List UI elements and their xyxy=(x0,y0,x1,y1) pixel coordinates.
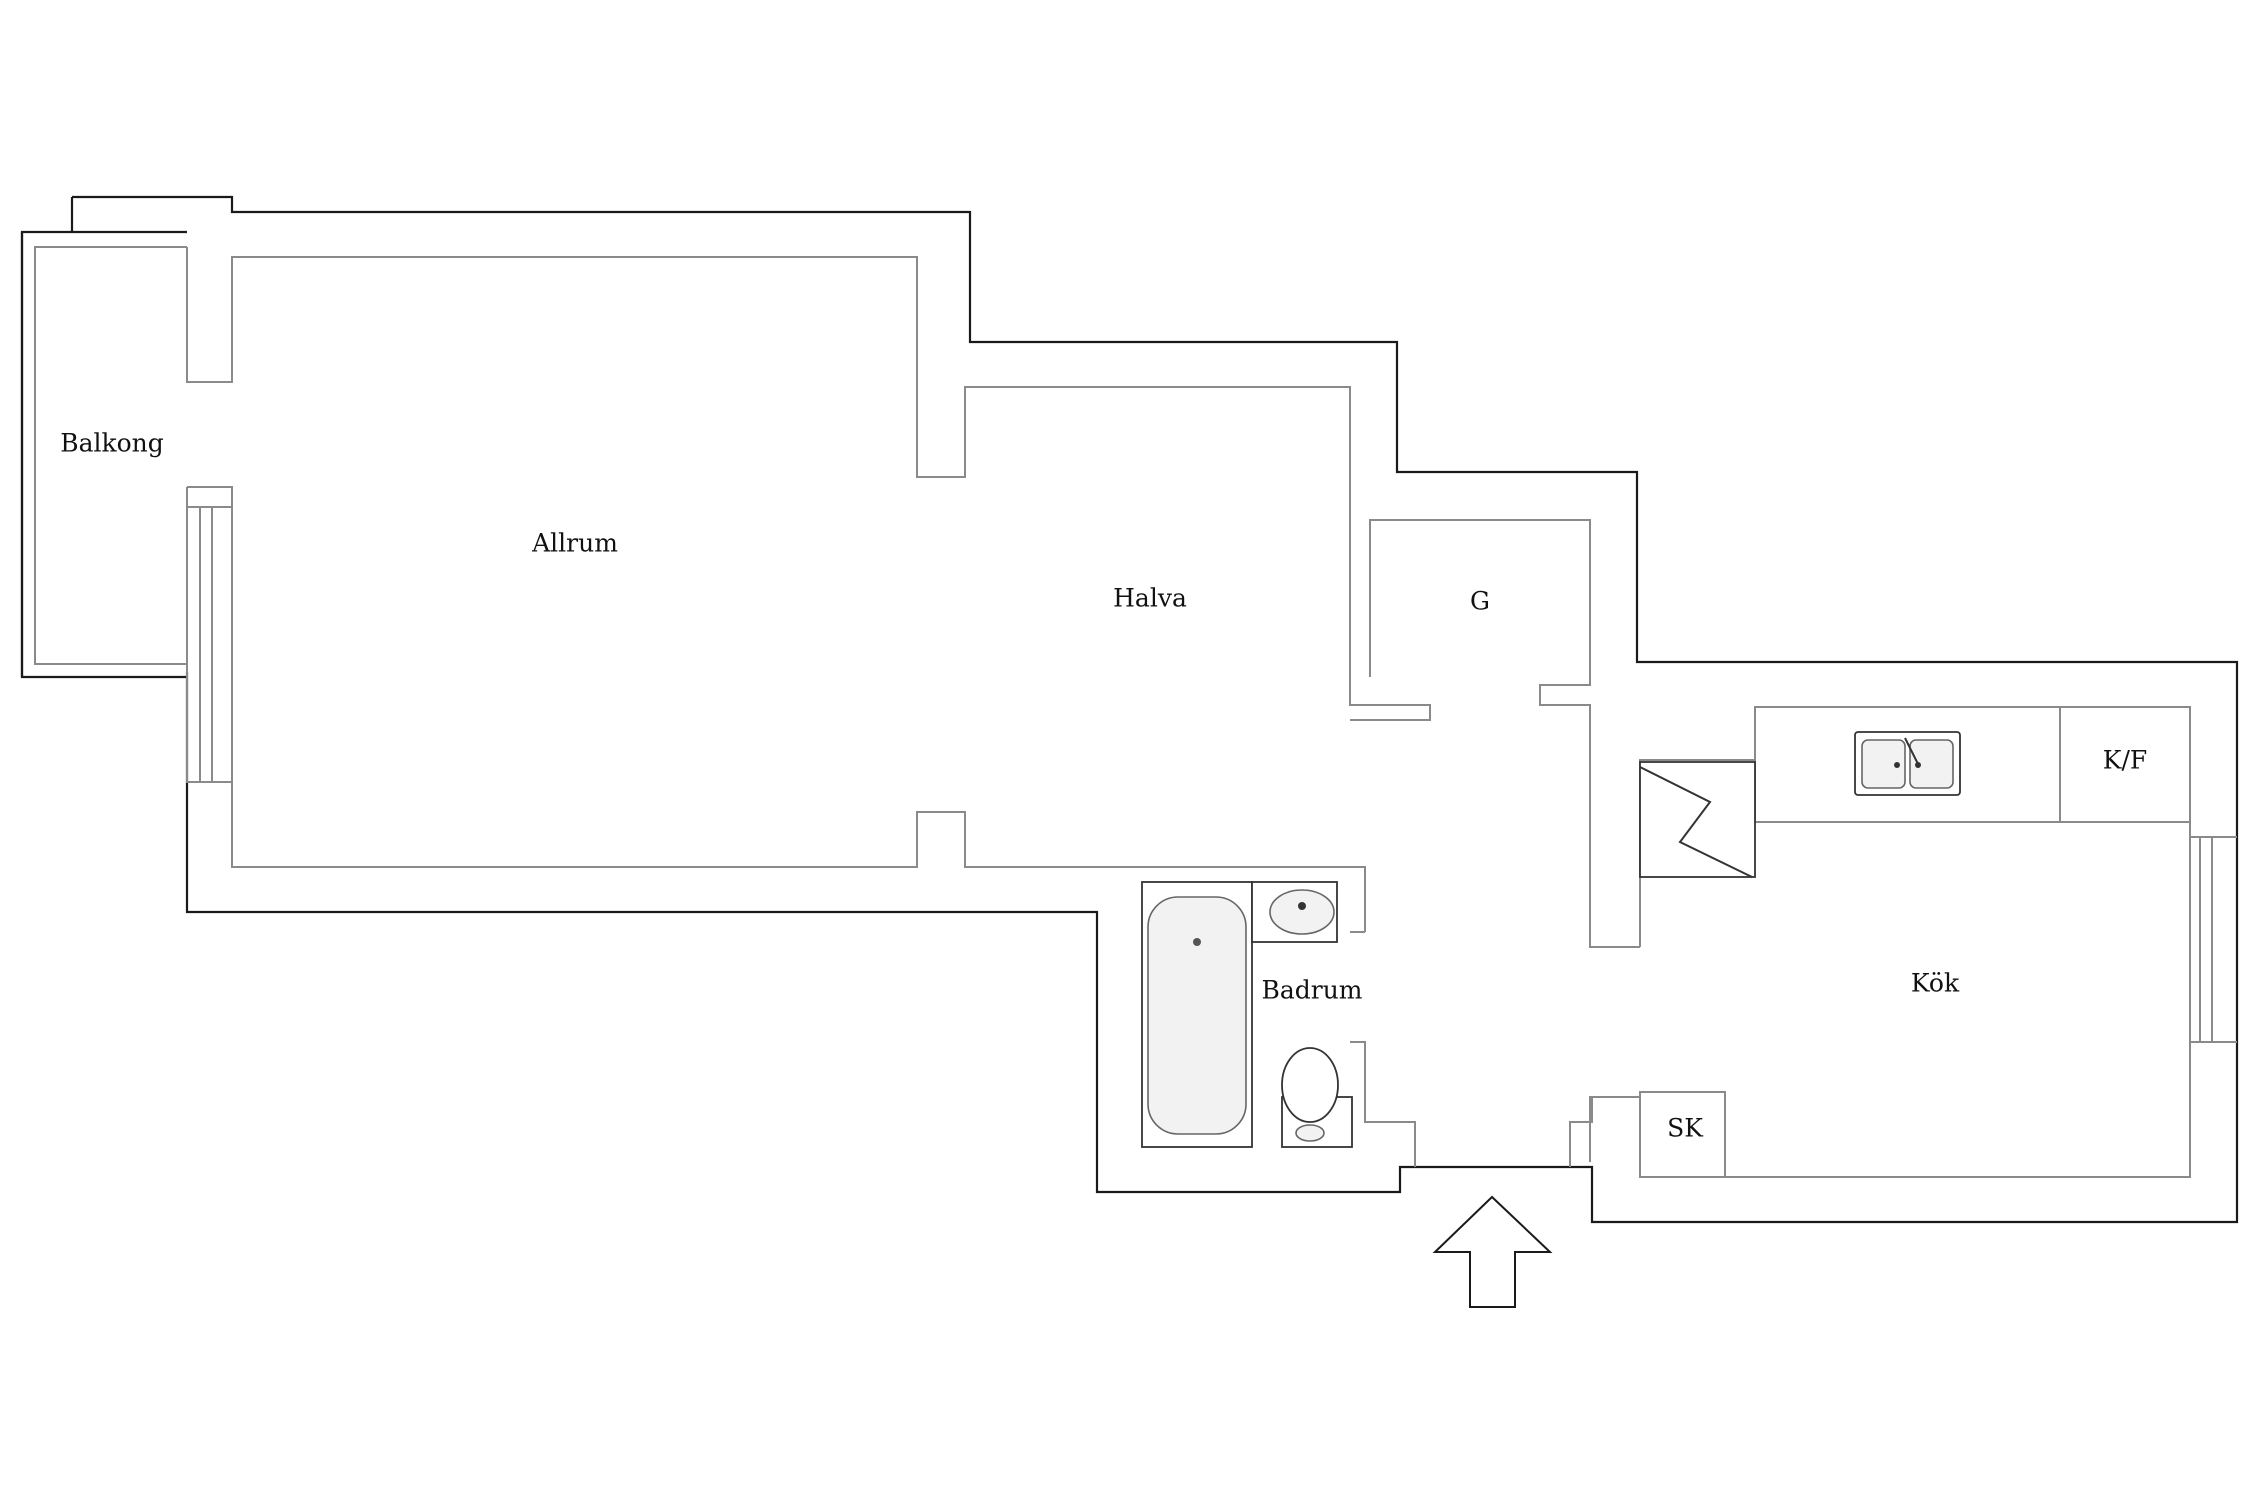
kitchen-window xyxy=(2189,836,2237,1043)
allrum-inner xyxy=(186,247,1431,932)
sk-cabinet xyxy=(1639,1091,1726,1178)
room-label-g: G xyxy=(1470,587,1490,616)
closet-g-inner xyxy=(1369,519,1640,948)
bathtub-icon xyxy=(1141,881,1253,1148)
room-label-allrum: Allrum xyxy=(531,529,618,558)
room-label-kok: Kök xyxy=(1911,969,1960,998)
outer-wall xyxy=(72,195,2239,1224)
room-label-kf: K/F xyxy=(2103,746,2147,775)
entry-inner xyxy=(1569,1097,1593,1167)
window-balcony xyxy=(186,487,232,782)
bathroom-inner xyxy=(1350,931,1416,1167)
chimney-icon xyxy=(1639,761,1756,878)
toilet-icon xyxy=(1281,1047,1353,1148)
room-label-halva: Halva xyxy=(1113,584,1187,613)
room-label-balkong: Balkong xyxy=(60,429,164,458)
room-label-badrum: Badrum xyxy=(1261,976,1362,1005)
washbasin-icon xyxy=(1251,881,1338,943)
kitchen-sink-icon xyxy=(1854,731,1961,796)
balcony-inner xyxy=(34,246,187,665)
entrance-arrow-icon xyxy=(1432,1195,1553,1308)
room-label-sk: SK xyxy=(1667,1114,1704,1143)
